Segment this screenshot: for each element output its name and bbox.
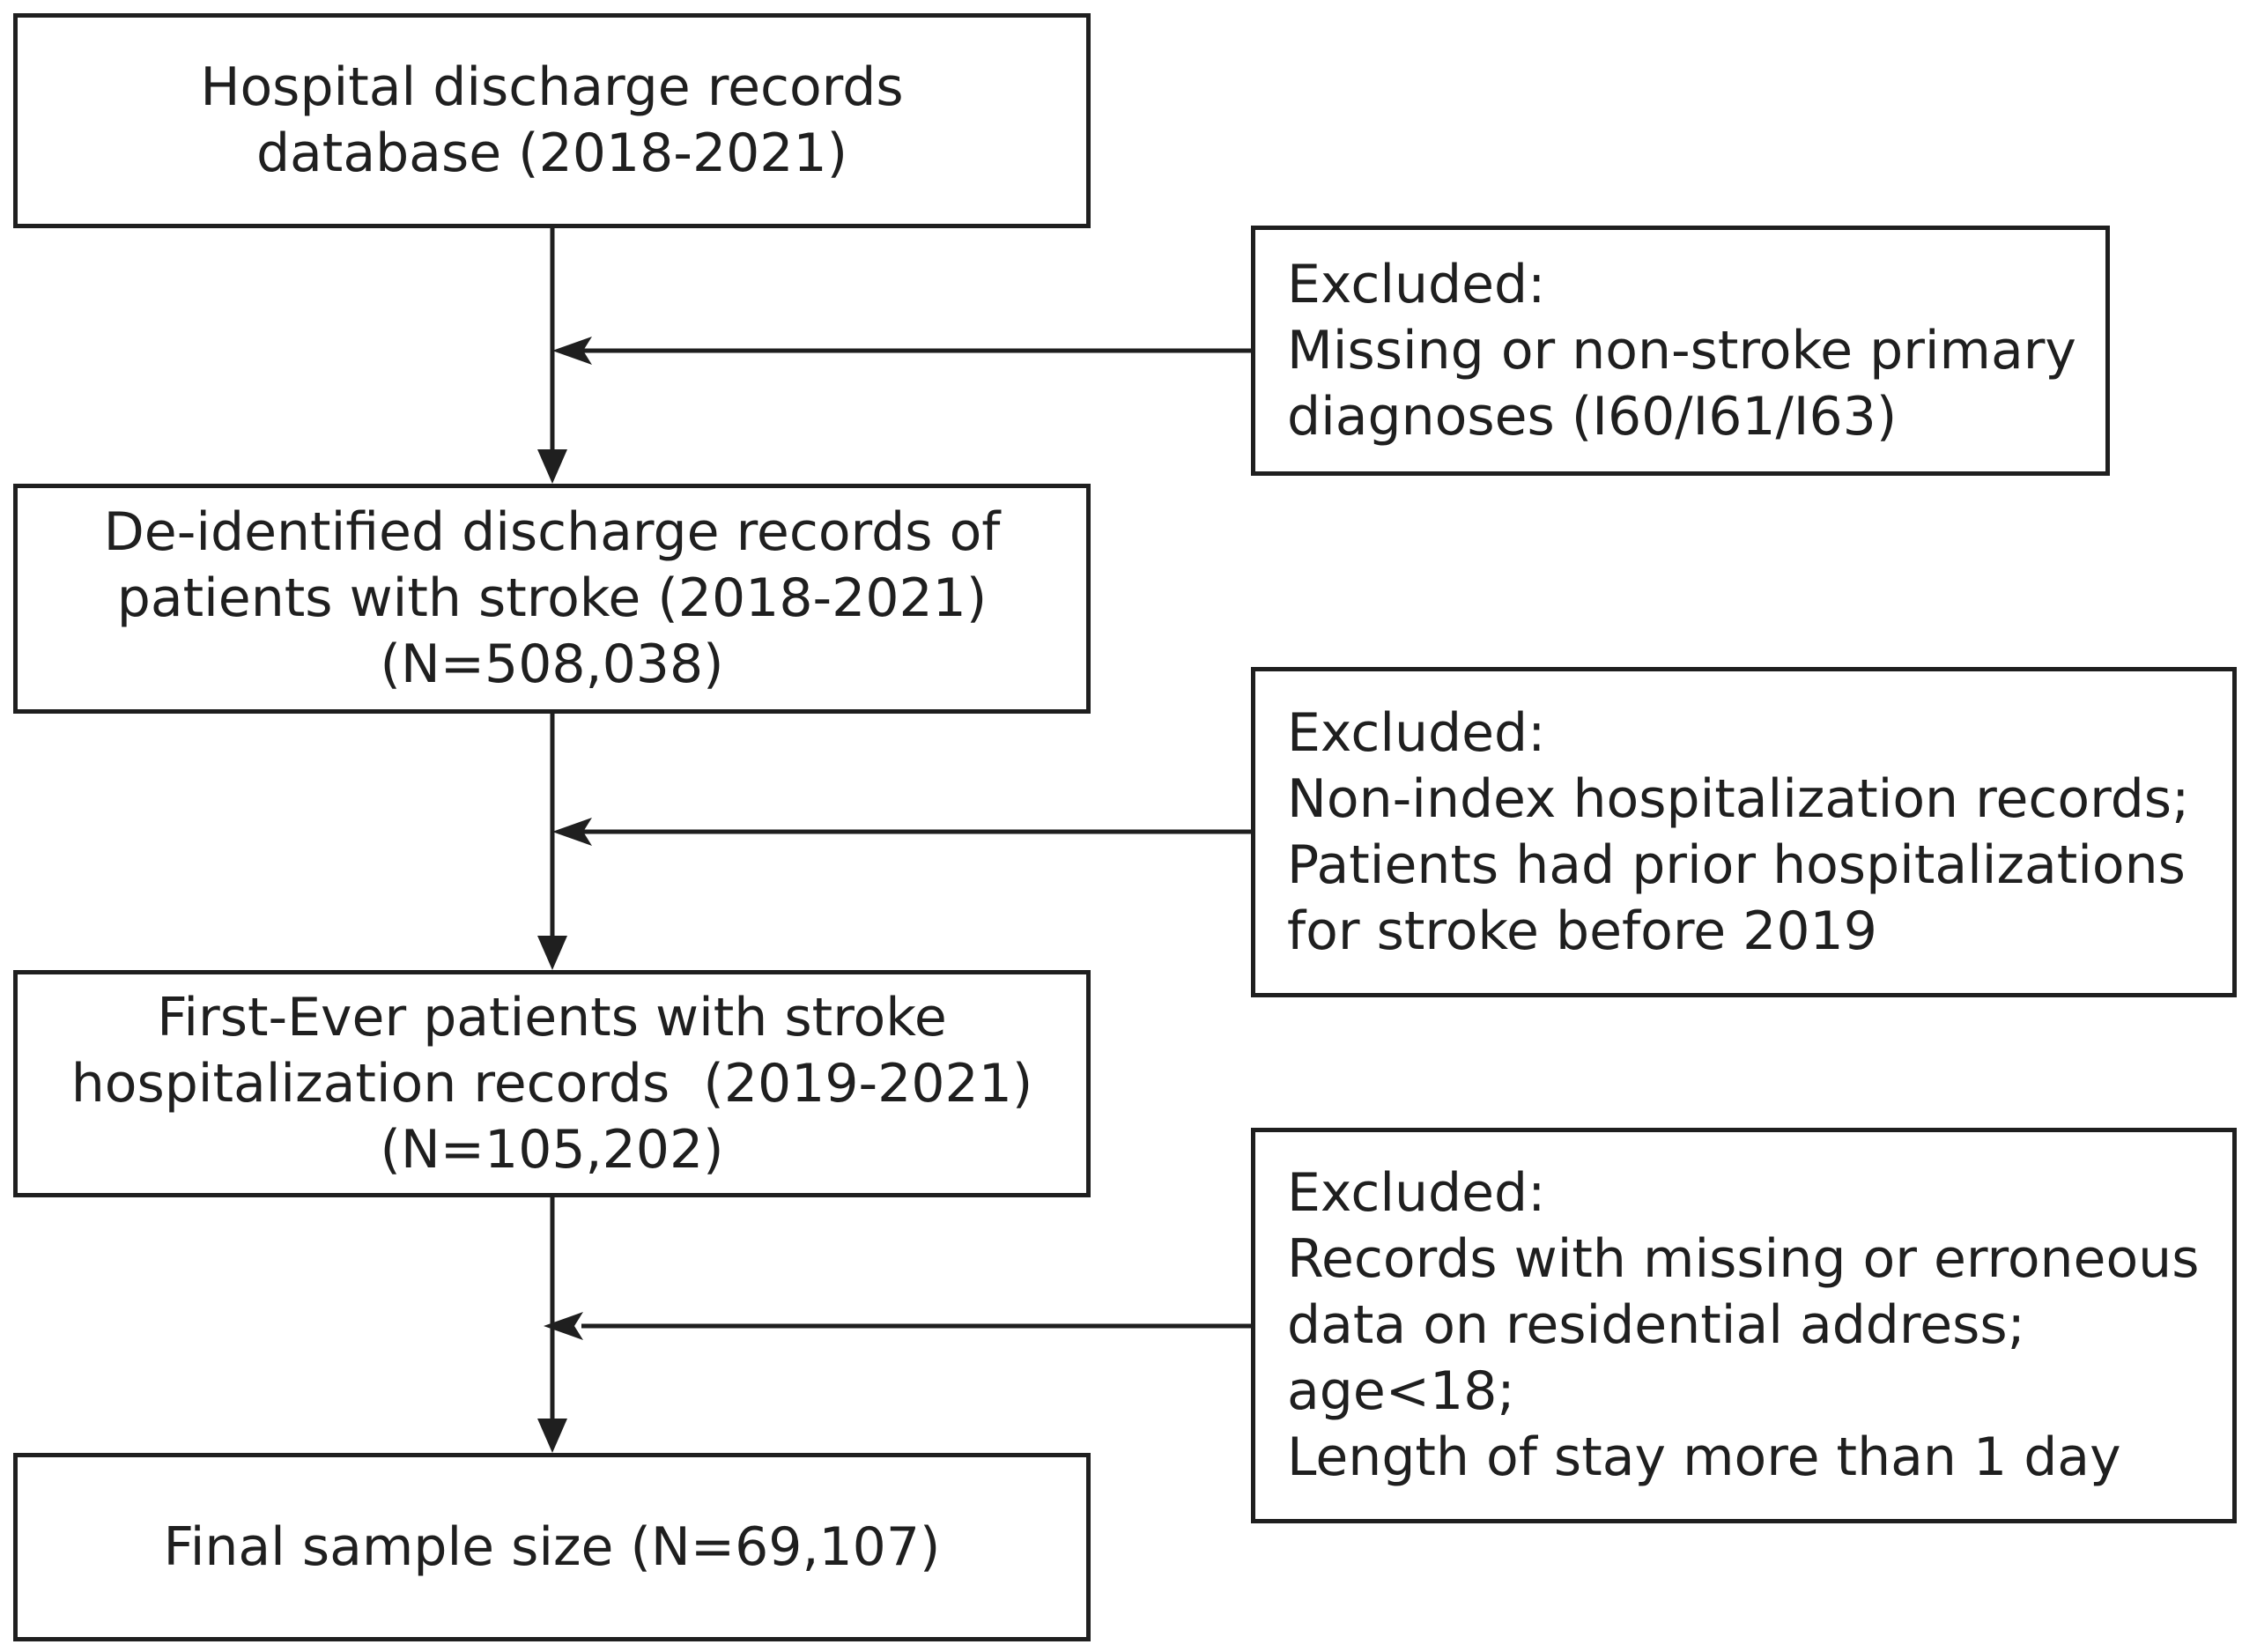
exclusion-criterion: data on residential address; (1287, 1294, 2025, 1356)
exclusion-criterion: Length of stay more than 1 day (1287, 1426, 2121, 1488)
left-arrowhead-3 (544, 1312, 583, 1340)
final-sample-box: Final sample size (N=69,107) (13, 1453, 1091, 1641)
down-arrowhead-3 (537, 1419, 567, 1453)
exclusion-criterion: for stroke before 2019 (1287, 900, 1877, 962)
box-text-line: First-Ever patients with stroke (157, 986, 947, 1048)
exclusion-criterion: diagnoses (I60/I61/I63) (1287, 385, 1898, 448)
box-text-line: patients with stroke (2018-2021) (116, 567, 988, 629)
exclusion-heading: Excluded: (1287, 701, 1546, 764)
exclusion-box-1: Excluded: Missing or non-stroke primary … (1251, 226, 2110, 476)
down-arrowhead-1 (537, 449, 567, 484)
box-text-line: De-identified discharge records of (103, 501, 1001, 563)
exclusion-box-3: Excluded: Records with missing or errone… (1251, 1128, 2237, 1523)
exclusion-heading: Excluded: (1287, 253, 1546, 315)
box-count-line: (N=508,038) (380, 633, 724, 695)
first-ever-patients-box: First-Ever patients with stroke hospital… (13, 970, 1091, 1197)
exclusion-criterion: Patients had prior hospitalizations (1287, 833, 2186, 896)
exclusion-criterion: Missing or non-stroke primary (1287, 319, 2076, 382)
deidentified-records-box: De-identified discharge records of patie… (13, 484, 1091, 714)
box-text-line: Hospital discharge records (200, 56, 904, 118)
discharge-database-box: Hospital discharge records database (201… (13, 13, 1091, 228)
down-arrowhead-2 (537, 936, 567, 970)
box-count-line: (N=105,202) (380, 1118, 724, 1181)
exclusion-criterion: age<18; (1287, 1360, 1515, 1422)
box-text-line: Final sample size (N=69,107) (163, 1515, 941, 1578)
left-arrowhead-1 (552, 337, 592, 365)
exclusion-box-2: Excluded: Non-index hospitalization reco… (1251, 667, 2237, 997)
left-arrowhead-2 (552, 818, 592, 846)
box-text-line: database (2018-2021) (255, 122, 848, 184)
exclusion-heading: Excluded: (1287, 1162, 1546, 1224)
exclusion-criterion: Records with missing or erroneous (1287, 1228, 2200, 1290)
box-text-line: hospitalization records (2019-2021) (70, 1052, 1033, 1115)
exclusion-criterion: Non-index hospitalization records; (1287, 767, 2190, 830)
